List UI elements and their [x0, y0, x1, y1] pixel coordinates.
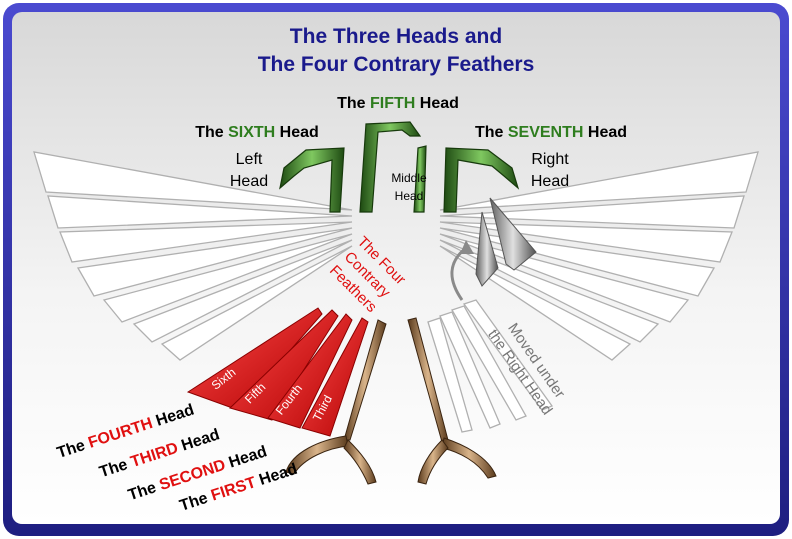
right-tail-feathers [427, 299, 554, 433]
left-head-label-1: Left [236, 151, 263, 168]
talons [285, 317, 497, 485]
title-line-1: The Three Heads and [290, 25, 502, 48]
seventh-head-label: The SEVENTH Head [475, 124, 627, 141]
fifth-head-label: The FIFTH Head [337, 95, 459, 112]
title-line-2: The Four Contrary Feathers [258, 53, 535, 76]
left-head-shape [279, 147, 345, 213]
contrary-feathers [186, 307, 369, 437]
right-head-shape [443, 147, 520, 213]
contrary-feathers-label: The Four Contrary Feathers [326, 233, 409, 316]
right-head-label-1: Right [531, 151, 569, 168]
heads [279, 121, 520, 213]
moved-feathers [475, 197, 537, 287]
left-wing [33, 151, 353, 361]
middle-head-label-1: Middle [391, 171, 427, 185]
left-head-label-2: Head [230, 173, 268, 190]
moved-arrow-head [460, 240, 474, 254]
sixth-head-label: The SIXTH Head [195, 124, 319, 141]
middle-head-label-2: Head [395, 189, 424, 203]
right-head-label-2: Head [531, 173, 569, 190]
middle-head-shape [359, 121, 422, 213]
